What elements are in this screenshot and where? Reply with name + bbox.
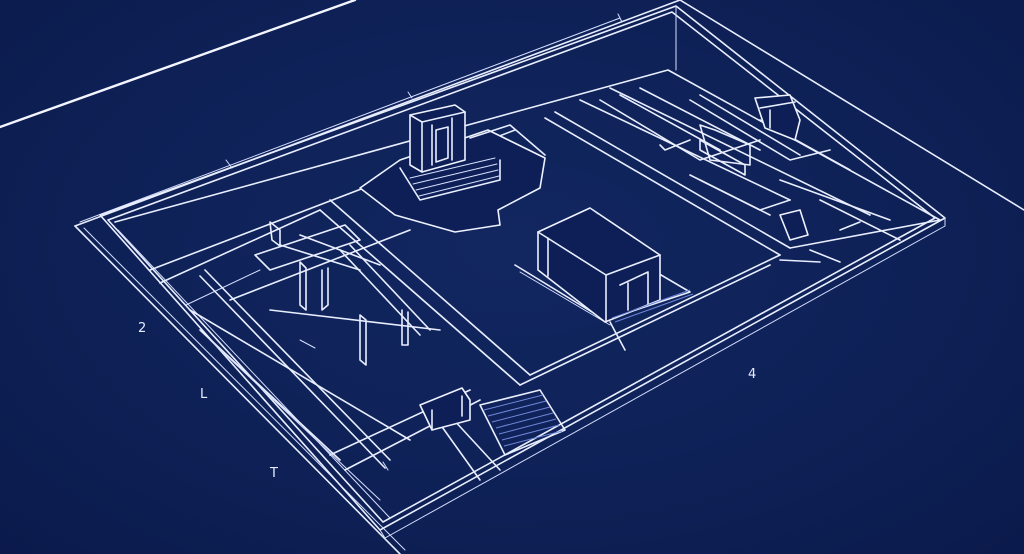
dimension-label-left-3: T [269, 466, 278, 481]
dimension-label-left-1: 2 [138, 321, 146, 336]
front-gate [419, 289, 694, 456]
gate-structure [359, 104, 546, 233]
dimension-labels: 2 L T 4 [138, 321, 756, 481]
left-posts [269, 221, 409, 366]
left-wing [199, 224, 441, 471]
central-building [514, 207, 691, 351]
right-wing [599, 87, 901, 263]
dimension-label-right: 4 [748, 367, 756, 382]
inner-floor [114, 69, 941, 519]
dimension-label-left-2: L [200, 387, 208, 402]
outer-reference-lines [0, 0, 681, 227]
